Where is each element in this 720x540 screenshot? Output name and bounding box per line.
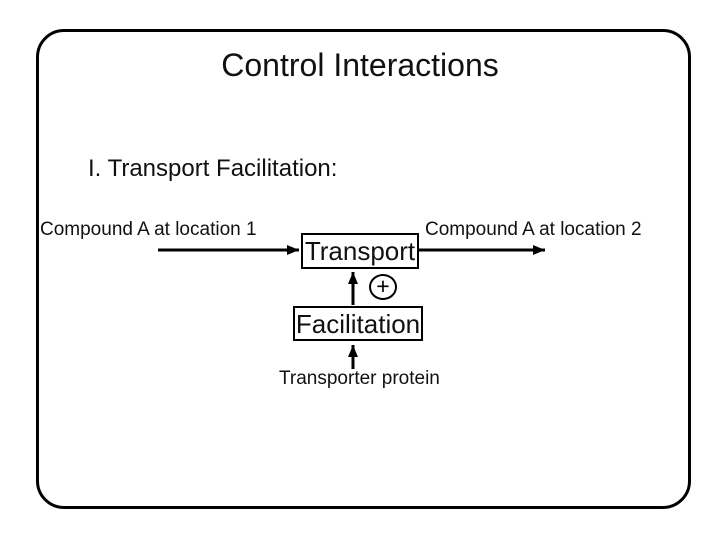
transport-box-label: Transport: [304, 236, 416, 266]
section-heading: I. Transport Facilitation:: [88, 155, 338, 182]
facilitation-box: Facilitation: [293, 306, 423, 341]
plus-sign: +: [376, 272, 390, 299]
facilitation-box-label: Facilitation: [295, 308, 421, 339]
label-transporter-protein: Transporter protein: [279, 368, 440, 389]
label-compound-a-location-1: Compound A at location 1: [40, 219, 257, 240]
slide-title: Control Interactions: [221, 47, 499, 83]
transport-box: Transport: [301, 233, 419, 269]
slide-border: [36, 29, 691, 509]
plus-circle: +: [369, 274, 397, 300]
label-compound-a-location-2: Compound A at location 2: [425, 219, 642, 240]
